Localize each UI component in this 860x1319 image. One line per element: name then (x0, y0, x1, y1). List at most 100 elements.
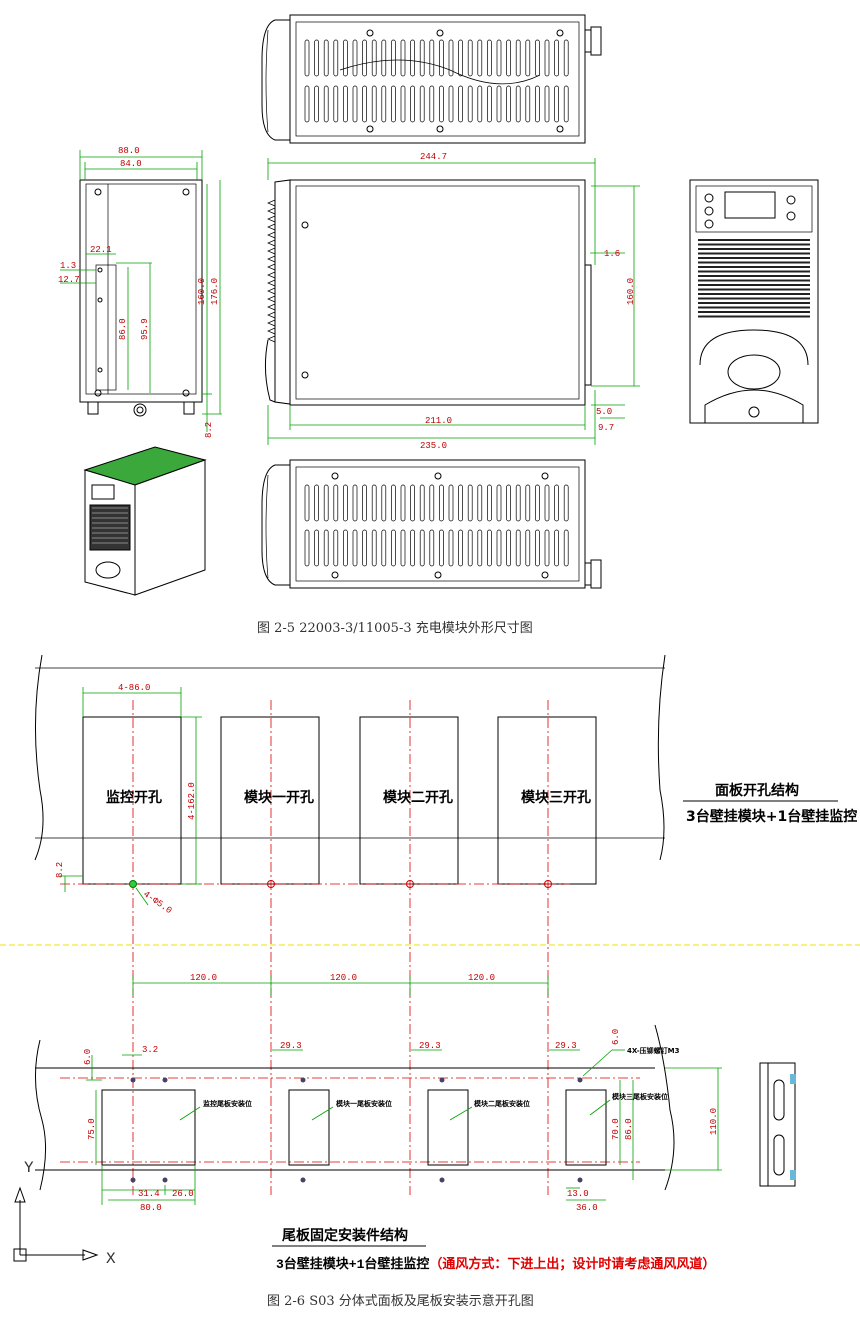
vent-slot (525, 39, 531, 77)
vent-slot (563, 484, 569, 522)
x-axis-label: X (106, 1250, 116, 1268)
vent-slot (333, 39, 339, 77)
vent-slot (458, 39, 463, 77)
dim-29-3-c: 29.3 (555, 1041, 577, 1051)
dim-height-160: 160.0 (197, 278, 207, 305)
heatsink-fin (267, 263, 276, 271)
vent-slot (506, 85, 511, 123)
cutout-label-module-1: 模块一开孔 (244, 789, 314, 806)
vent-slot (381, 85, 387, 123)
heatsink-fin (267, 207, 276, 215)
vent-slot (554, 39, 559, 77)
dim-side-height-160: 160.0 (626, 278, 636, 305)
vent-slot (439, 484, 444, 522)
dim-6-0-b: 6.0 (611, 1029, 621, 1045)
vent-slot (525, 484, 531, 522)
vent-slot (544, 85, 550, 123)
vent-slot (458, 484, 463, 522)
vent-slot (467, 85, 473, 123)
tail-structure-subtitle: 3台壁挂模块+1台壁挂监控（通风方式：下进上出；设计时请考虑通风风道） (276, 1256, 715, 1272)
vent-slot (563, 85, 569, 123)
vent-slot (419, 484, 425, 522)
plate-label-module-3: 模块三尾板安装位 (612, 1092, 668, 1101)
vent-slot (323, 529, 329, 567)
dim-6-0: 6.0 (83, 1049, 93, 1065)
vent-slot (439, 39, 444, 77)
vent-slot (314, 484, 319, 522)
vent-slot (515, 39, 521, 77)
dim-29-3-a: 29.3 (280, 1041, 302, 1051)
heatsink-fin (267, 303, 276, 311)
vent-slot (544, 529, 550, 567)
vent-slot (563, 39, 569, 77)
heatsink-fin (267, 199, 276, 207)
vent-slot (448, 529, 454, 567)
dim-offset-8-2: 8.2 (55, 862, 65, 878)
heatsink-fin (267, 287, 276, 295)
vent-slot (381, 39, 387, 77)
heatsink-fin (267, 223, 276, 231)
vent-slot (343, 484, 348, 522)
vent-slot (314, 39, 319, 77)
vent-slot (352, 85, 358, 123)
vent-slot (362, 85, 367, 123)
pitch-dim-3: 120.0 (468, 973, 495, 983)
vent-slot (333, 484, 339, 522)
heatsink-fin (267, 231, 276, 239)
dim-13-0: 13.0 (567, 1189, 589, 1199)
vent-slot (314, 529, 319, 567)
tail-structure-title: 尾板固定安装件结构 (282, 1227, 408, 1244)
vent-slot (352, 529, 358, 567)
vent-slot (391, 529, 396, 567)
dim-cutout-width: 4-86.0 (118, 683, 150, 693)
dim-length-211: 211.0 (425, 416, 452, 426)
cutout-label-monitor: 监控开孔 (106, 789, 162, 806)
vent-slot (448, 39, 454, 77)
heatsink-fin (267, 215, 276, 223)
dim-22-1: 22.1 (90, 245, 112, 255)
vent-slot (515, 484, 521, 522)
vent-slot (429, 484, 435, 522)
vent-slot (371, 529, 377, 567)
dim-5-0: 5.0 (596, 407, 612, 417)
vent-slot (304, 39, 310, 77)
isometric-view (83, 446, 207, 596)
vent-slot (477, 484, 483, 522)
vent-slot (410, 529, 415, 567)
vent-slot (419, 85, 425, 123)
vent-slot (381, 484, 387, 522)
pitch-dim-2: 120.0 (330, 973, 357, 983)
heatsink-fin (267, 311, 276, 319)
vent-slot (439, 85, 444, 123)
front-panel-view (689, 179, 819, 424)
panel-structure-subtitle: 3台壁挂模块+1台壁挂监控 (686, 808, 857, 825)
vent-slot (554, 484, 559, 522)
dim-width-84: 84.0 (120, 159, 142, 169)
bottom-view (261, 459, 602, 589)
figure-2-6-caption: 图 2-6 S03 分体式面板及尾板安装示意开孔图 (267, 1293, 534, 1309)
vent-slot (515, 85, 521, 123)
vent-slot (439, 529, 444, 567)
dim-1-6: 1.6 (604, 249, 620, 259)
vent-slot (496, 39, 502, 77)
dim-36-0: 36.0 (576, 1203, 598, 1213)
vent-slot (419, 529, 425, 567)
dim-1-3: 1.3 (60, 261, 76, 271)
vent-slot (525, 529, 531, 567)
vent-slot (429, 39, 435, 77)
vent-slot (371, 484, 377, 522)
vent-slot (400, 484, 406, 522)
vent-slot (400, 529, 406, 567)
ucs-axes-icon: Y X (13, 1159, 116, 1268)
dim-height-95-9: 95.9 (140, 318, 150, 340)
vent-slot (535, 484, 540, 522)
plate-label-module-1: 模块一尾板安装位 (336, 1099, 392, 1108)
dim-75-0: 75.0 (87, 1118, 97, 1140)
vent-slot (506, 39, 511, 77)
vent-slot (477, 85, 483, 123)
vent-slot (323, 85, 329, 123)
y-axis-label: Y (24, 1159, 34, 1177)
dim-height-176: 176.0 (210, 278, 220, 305)
vent-slot (458, 85, 463, 123)
